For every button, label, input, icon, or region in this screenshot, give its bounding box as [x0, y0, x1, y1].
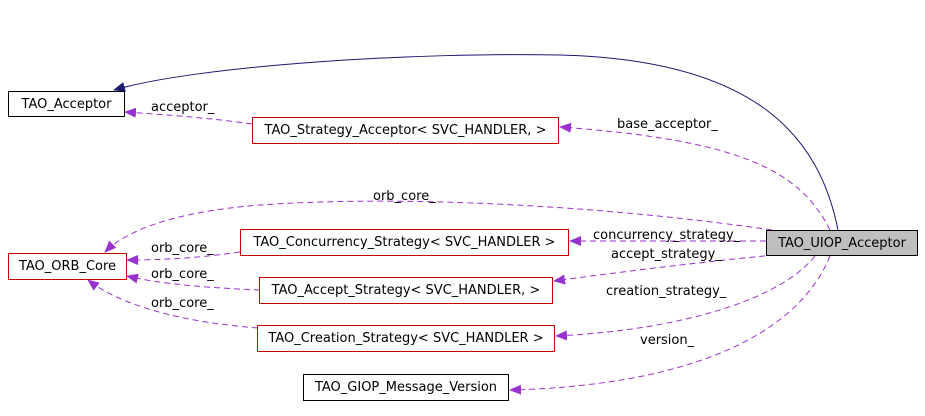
node-tao-orb-core-label: TAO_ORB_Core — [18, 259, 117, 274]
node-tao-giop-message-version-label: TAO_GIOP_Message_Version — [314, 380, 498, 395]
node-tao-giop-message-version[interactable]: TAO_GIOP_Message_Version — [303, 374, 509, 401]
edge-label-creation-strategy: creation_strategy_ — [606, 284, 727, 299]
edge-label-accept-strategy: accept_strategy_ — [611, 247, 722, 262]
edge-orb-core-concurrency — [126, 251, 241, 265]
node-tao-creation-strategy-label: TAO_Creation_Strategy< SVC_HANDLER > — [268, 331, 544, 346]
edge-label-acceptor: acceptor_ — [151, 100, 215, 115]
edge-version — [509, 255, 831, 395]
node-tao-accept-strategy[interactable]: TAO_Accept_Strategy< SVC_HANDLER, > — [259, 277, 553, 304]
node-tao-uiop-acceptor-label: TAO_UIOP_Acceptor — [778, 235, 906, 251]
edge-orb-core-accept — [126, 273, 261, 291]
edge-label-version: version_ — [640, 333, 695, 348]
edge-label-orb-core-direct: orb_core_ — [373, 189, 436, 204]
edge-orb-core-creation — [87, 279, 259, 329]
node-tao-strategy-acceptor-label: TAO_Strategy_Acceptor< SVC_HANDLER, > — [264, 123, 547, 138]
edge-creation-strategy — [555, 255, 816, 341]
node-tao-concurrency-strategy[interactable]: TAO_Concurrency_Strategy< SVC_HANDLER > — [240, 229, 569, 256]
edge-accept-strategy — [553, 254, 776, 285]
edge-label-orb-core-accept: orb_core_ — [151, 267, 214, 282]
node-tao-creation-strategy[interactable]: TAO_Creation_Strategy< SVC_HANDLER > — [257, 325, 555, 352]
edge-label-concurrency-strategy: concurrency_strategy_ — [593, 228, 741, 243]
node-tao-orb-core[interactable]: TAO_ORB_Core — [8, 253, 127, 280]
edge-label-base-acceptor: base_acceptor_ — [617, 117, 718, 132]
node-tao-strategy-acceptor[interactable]: TAO_Strategy_Acceptor< SVC_HANDLER, > — [252, 117, 559, 144]
edge-base-acceptor — [559, 122, 831, 231]
edge-inheritance-acceptor — [113, 54, 839, 231]
edge-acceptor — [124, 107, 253, 125]
node-tao-accept-strategy-label: TAO_Accept_Strategy< SVC_HANDLER, > — [271, 283, 541, 298]
node-tao-uiop-acceptor: TAO_UIOP_Acceptor — [766, 230, 918, 256]
edge-label-orb-core-creation: orb_core_ — [151, 296, 214, 311]
edge-orb-core-direct — [104, 200, 773, 253]
node-tao-concurrency-strategy-label: TAO_Concurrency_Strategy< SVC_HANDLER > — [253, 235, 556, 250]
node-tao-acceptor-label: TAO_Acceptor — [21, 96, 112, 112]
edge-label-orb-core-concurrency: orb_core_ — [151, 241, 214, 256]
node-tao-acceptor[interactable]: TAO_Acceptor — [8, 91, 125, 117]
